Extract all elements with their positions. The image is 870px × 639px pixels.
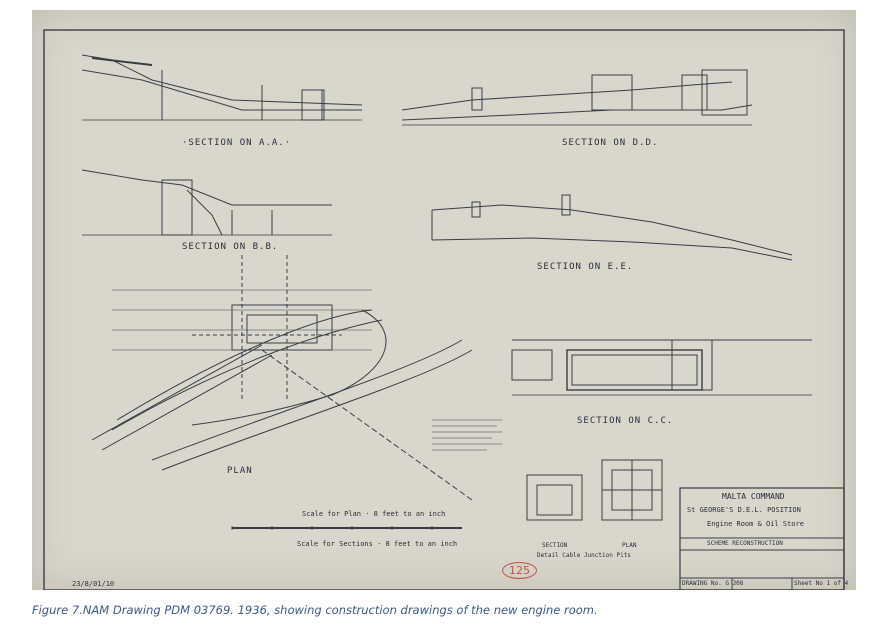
reference-stamp: 125 [502,562,537,579]
section-ee-drawing [431,194,793,261]
plan-label: PLAN [227,466,253,476]
section-bb-drawing [81,169,332,236]
section-aa-label: ·SECTION ON A.A.· [182,138,292,148]
title-drawing-no: DRAWING No. G 208 [682,580,744,587]
section-cc-label: SECTION ON C.C. [577,416,674,426]
title-sheet: Sheet No 1 of 4 [794,580,849,587]
scale-sections-label: Scale for Sections · 8 feet to an inch [297,540,458,548]
section-cc-drawing [511,339,812,396]
blueprint-linework [43,29,845,590]
drawing-sheet: ·SECTION ON A.A.· SECTION ON D.D. SECTIO… [32,10,856,590]
detail-pits-drawing [526,459,663,521]
scale-bars [231,526,462,530]
file-ref: 23/8/01/10 [72,580,115,588]
section-dd-drawing [401,69,753,126]
plan-drawing [91,255,473,501]
section-bb-label: SECTION ON B.B. [182,242,279,252]
section-dd-label: SECTION ON D.D. [562,138,659,148]
figure-caption: Figure 7.NAM Drawing PDM 03769. 1936, sh… [32,603,598,617]
title-block-frame [679,487,845,590]
title-command: MALTA COMMAND [722,492,785,501]
section-ee-label: SECTION ON E.E. [537,262,634,272]
detail-section-label: SECTION [542,542,568,549]
notes-lines [432,419,502,451]
section-aa-drawing [81,54,363,121]
title-work: SCHEME RECONSTRUCTION [707,540,783,547]
title-position: St GEORGE'S D.E.L. POSITION [687,506,801,514]
scale-plan-label: Scale for Plan · 8 feet to an inch [302,510,446,518]
detail-title-label: Detail Cable Junction Pits [537,552,631,559]
title-subject: Engine Room & Oil Store [707,520,804,528]
detail-plan-label: PLAN [622,542,637,549]
